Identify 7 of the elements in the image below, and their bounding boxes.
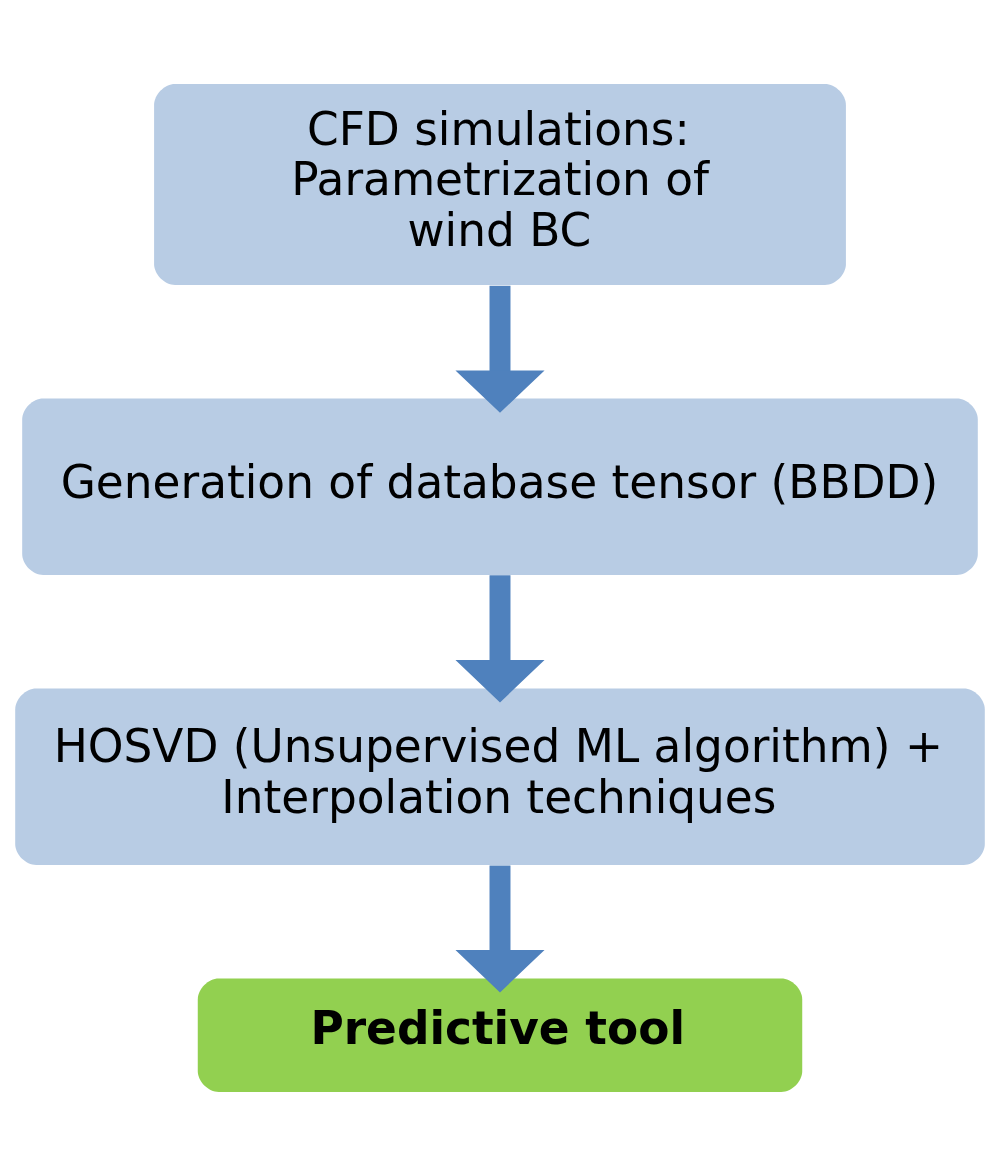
arrow: [455, 575, 545, 703]
node-box: HOSVD (Unsupervised ML algorithm) + Interpolation techniques: [15, 688, 985, 865]
node-box: CFD simulations: Parametrization of wind BC: [154, 84, 846, 285]
node-box: Generation of database tensor (BBDD): [22, 398, 978, 575]
node-box: Predictive tool: [197, 978, 803, 1092]
arrow: [455, 865, 545, 993]
arrow: [455, 285, 545, 413]
